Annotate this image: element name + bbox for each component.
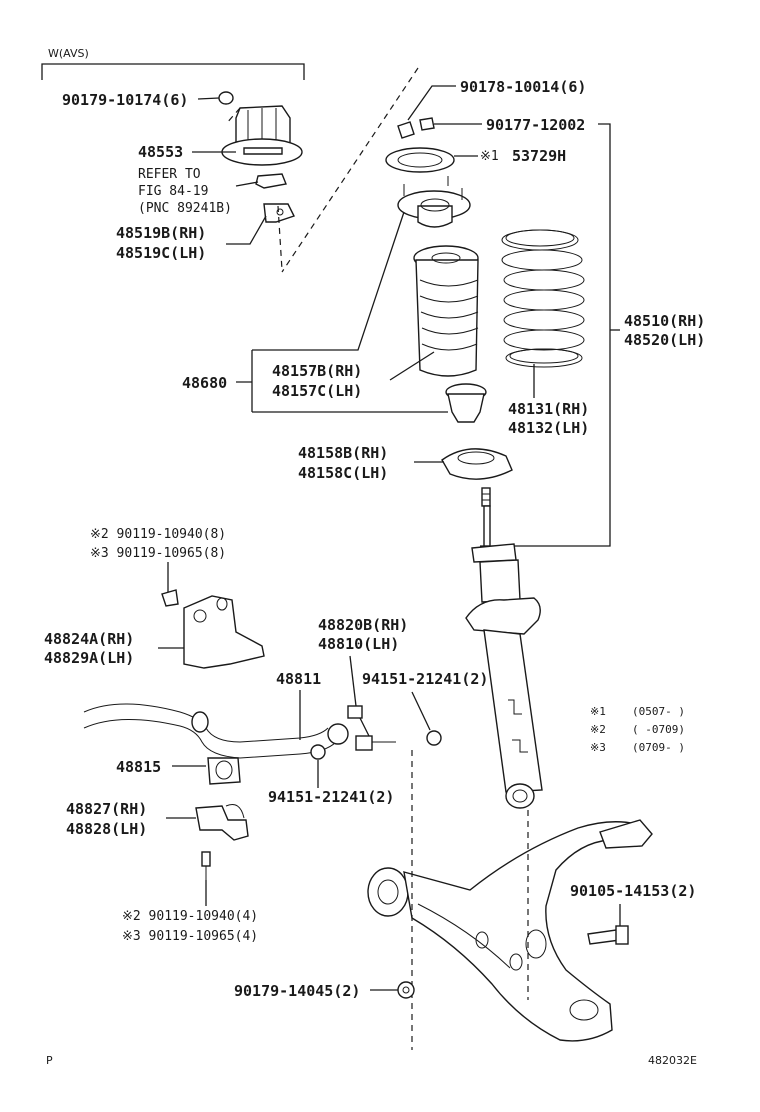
- note-3-mark: ※3: [590, 741, 606, 754]
- svg-text:48820B(RH): 48820B(RH): [318, 616, 408, 634]
- lower-arm-drawing: [367, 819, 653, 1042]
- callout-refer-fig-84-19[interactable]: REFER TO FIG 84-19 (PNC 89241B): [138, 167, 259, 216]
- callout-48553[interactable]: 48553: [138, 143, 236, 161]
- stabilizer-bar-drawing: [83, 703, 442, 760]
- coil-spring-drawing: [501, 229, 585, 368]
- svg-text:90105-14153(2): 90105-14153(2): [570, 882, 696, 900]
- callout-94151-bottom[interactable]: 94151-21241(2): [268, 760, 394, 806]
- note-1-range: (0507- ): [632, 705, 685, 718]
- svg-text:(PNC 89241B): (PNC 89241B): [138, 201, 232, 216]
- svg-text:48815: 48815: [116, 758, 161, 776]
- svg-text:48520(LH): 48520(LH): [624, 331, 705, 349]
- svg-text:48158B(RH): 48158B(RH): [298, 444, 388, 462]
- svg-text:48829A(LH): 48829A(LH): [44, 649, 134, 667]
- svg-text:48131(RH): 48131(RH): [508, 400, 589, 418]
- svg-text:※2 90119-10940(8): ※2 90119-10940(8): [90, 527, 226, 542]
- nut-90179-14045-drawing: [397, 981, 415, 999]
- note-2-range: ( -0709): [632, 723, 685, 736]
- callout-48811[interactable]: 48811: [276, 670, 321, 740]
- svg-text:FIG 84-19: FIG 84-19: [138, 184, 208, 199]
- callout-48820b-48810[interactable]: 48820B(RH) 48810(LH): [318, 616, 408, 707]
- svg-text:90177-12002: 90177-12002: [486, 116, 585, 134]
- callout-48827-48828[interactable]: 48827(RH) 48828(LH): [66, 800, 196, 838]
- avs-dash-1: [225, 107, 241, 125]
- bolt-90105-drawing: [587, 925, 629, 945]
- svg-text:48828(LH): 48828(LH): [66, 820, 147, 838]
- callout-48158[interactable]: 48158B(RH) 48158C(LH): [298, 444, 444, 482]
- variant-bracket: [41, 63, 305, 80]
- callout-53729h[interactable]: ※1 53729H: [454, 147, 566, 165]
- variant-header: W(AVS): [48, 47, 89, 60]
- bracket-48824-drawing: [161, 589, 265, 669]
- svg-text:48519C(LH): 48519C(LH): [116, 244, 206, 262]
- bushing-48815-drawing: [207, 757, 241, 785]
- notes-table: ※1 (0507- ) ※2 ( -0709) ※3 (0709- ): [590, 705, 685, 754]
- callout-90105-14153[interactable]: 90105-14153(2): [570, 882, 696, 932]
- svg-text:※1: ※1: [480, 149, 499, 164]
- svg-text:48827(RH): 48827(RH): [66, 800, 147, 818]
- svg-text:48519B(RH): 48519B(RH): [116, 224, 206, 242]
- svg-text:48510(RH): 48510(RH): [624, 312, 705, 330]
- svg-text:REFER TO: REFER TO: [138, 167, 201, 182]
- note-3-range: (0709- ): [632, 741, 685, 754]
- svg-text:48680: 48680: [182, 374, 227, 392]
- footer-illustration-number: 482032E: [648, 1054, 697, 1067]
- svg-text:90179-10174(6): 90179-10174(6): [62, 91, 188, 109]
- callout-48815[interactable]: 48815: [116, 758, 206, 776]
- avs-actuator-drawing: [218, 91, 303, 223]
- callout-48510-48520[interactable]: 48510(RH) 48520(LH): [610, 312, 705, 349]
- callout-90119-top[interactable]: ※2 90119-10940(8) ※3 90119-10965(8): [90, 527, 226, 592]
- callout-90179-10174[interactable]: 90179-10174(6): [62, 91, 220, 109]
- shock-absorber-drawing: [465, 487, 543, 809]
- svg-text:53729H: 53729H: [512, 147, 566, 165]
- svg-text:94151-21241(2): 94151-21241(2): [268, 788, 394, 806]
- svg-text:48553: 48553: [138, 143, 183, 161]
- note-2-mark: ※2: [590, 723, 606, 736]
- avs-dash-2: [281, 67, 419, 273]
- svg-text:48157B(RH): 48157B(RH): [272, 362, 362, 380]
- callout-48157[interactable]: 48157B(RH) 48157C(LH): [272, 351, 435, 400]
- svg-text:90179-14045(2): 90179-14045(2): [234, 982, 360, 1000]
- svg-text:90178-10014(6): 90178-10014(6): [460, 78, 586, 96]
- callout-48680[interactable]: 48680: [182, 211, 448, 413]
- callout-94151-top[interactable]: 94151-21241(2): [362, 670, 488, 731]
- svg-text:※3 90119-10965(4): ※3 90119-10965(4): [122, 929, 258, 944]
- svg-text:※3 90119-10965(8): ※3 90119-10965(8): [90, 546, 226, 561]
- svg-text:94151-21241(2): 94151-21241(2): [362, 670, 488, 688]
- footer-page-marker: P: [46, 1054, 53, 1067]
- svg-text:48157C(LH): 48157C(LH): [272, 382, 362, 400]
- note-1-mark: ※1: [590, 705, 606, 718]
- svg-text:48824A(RH): 48824A(RH): [44, 630, 134, 648]
- callout-90179-14045[interactable]: 90179-14045(2): [234, 982, 398, 1000]
- bracket-48827-drawing: [195, 804, 249, 880]
- svg-text:※2 90119-10940(4): ※2 90119-10940(4): [122, 909, 258, 924]
- callout-48131-48132[interactable]: 48131(RH) 48132(LH): [508, 364, 589, 437]
- callout-90177-12002[interactable]: 90177-12002: [434, 116, 611, 547]
- svg-text:48811: 48811: [276, 670, 321, 688]
- svg-text:48810(LH): 48810(LH): [318, 635, 399, 653]
- svg-text:48132(LH): 48132(LH): [508, 419, 589, 437]
- callout-90178-10014[interactable]: 90178-10014(6): [407, 78, 586, 121]
- callout-48519[interactable]: 48519B(RH) 48519C(LH): [116, 215, 267, 262]
- callout-90119-bottom[interactable]: ※2 90119-10940(4) ※3 90119-10965(4): [122, 880, 258, 944]
- svg-text:48158C(LH): 48158C(LH): [298, 464, 388, 482]
- strut-upper-drawing: [385, 117, 513, 480]
- callout-48824a-48829a[interactable]: 48824A(RH) 48829A(LH): [44, 630, 184, 667]
